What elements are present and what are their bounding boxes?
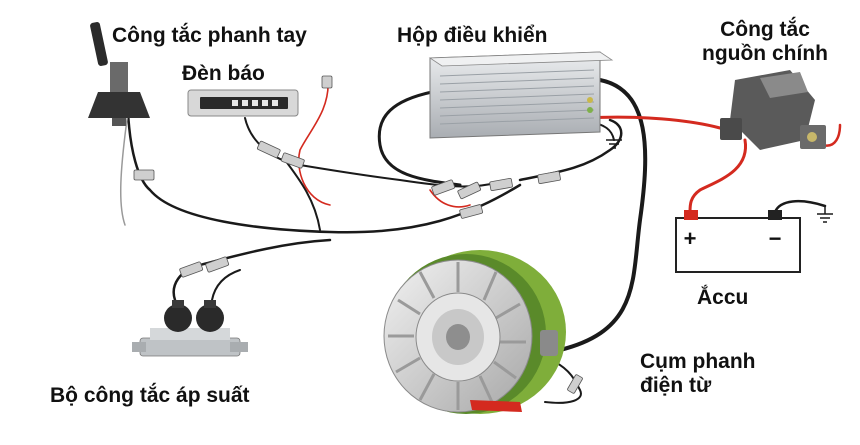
- connector: [133, 169, 155, 181]
- battery-ground-wire: [773, 199, 827, 214]
- controller-to-brake-wire: [558, 78, 648, 352]
- electromagnetic-brake: [383, 250, 566, 414]
- label-pressure-switch-set: Bộ công tắc áp suất: [50, 384, 250, 407]
- connector: [280, 152, 305, 169]
- red-signal-wire: [298, 79, 331, 206]
- battery-ground-icon: [817, 206, 833, 223]
- label-handbrake-switch: Công tắc phanh tay: [112, 24, 307, 47]
- fused-wire-2: [429, 189, 471, 208]
- connector: [567, 374, 583, 394]
- label-em-brake: Cụm phanh điện từ: [640, 350, 756, 398]
- connector: [489, 177, 513, 191]
- connectors: [133, 75, 583, 394]
- label-main-power-switch: Công tắc nguồn chính: [690, 18, 840, 66]
- battery-plus-sign: +: [684, 226, 697, 251]
- controller-harness-wire: [377, 90, 462, 187]
- controller-to-switch-red: [583, 115, 722, 130]
- connector: [431, 179, 456, 196]
- handbrake-wire-2: [120, 111, 129, 226]
- brake-lower-wire: [544, 361, 582, 404]
- connector: [537, 170, 561, 184]
- pressure-switch-set: [132, 300, 248, 357]
- switch-to-battery-red: [688, 138, 747, 214]
- connector: [179, 261, 204, 278]
- label-battery: Ắccu: [697, 286, 749, 309]
- label-main-power-switch-line1: Công tắc: [720, 18, 810, 41]
- connector: [457, 181, 481, 200]
- label-em-brake-line1: Cụm phanh: [640, 350, 756, 373]
- controller-ground-icon: [606, 139, 622, 149]
- lamp-wire-2: [284, 159, 321, 231]
- handbrake-switch: [88, 21, 150, 126]
- battery-minus-sign: −: [769, 226, 782, 251]
- connector: [321, 75, 333, 89]
- controller-box: [428, 51, 614, 139]
- connector: [205, 256, 230, 273]
- connector: [459, 204, 483, 219]
- indicator-lamp: [187, 89, 299, 117]
- pressure-wire-2: [211, 269, 241, 301]
- label-indicator-lamp: Đèn báo: [182, 62, 265, 85]
- battery: [675, 210, 801, 273]
- main-power-switch: [720, 70, 826, 150]
- label-em-brake-line2: điện từ: [640, 374, 712, 397]
- connector: [257, 140, 281, 159]
- label-controller-box: Hộp điều khiển: [397, 24, 548, 47]
- label-main-power-switch-line2: nguồn chính: [702, 42, 828, 65]
